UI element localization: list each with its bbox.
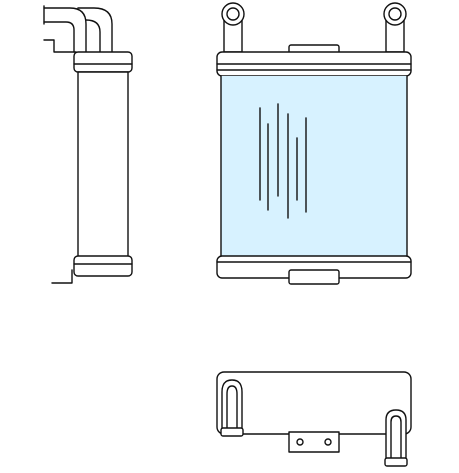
front-pipe-right-cap <box>384 3 406 25</box>
front-pipe-left-cap <box>222 3 244 25</box>
side-tank-bottom <box>74 256 132 276</box>
side-pipe2-outer <box>78 8 112 52</box>
bottom-bracket-hole-left <box>297 439 303 445</box>
front-pipe-right-bore <box>389 8 401 20</box>
side-core <box>78 72 128 258</box>
bottom-pipe-left-collar <box>221 428 243 436</box>
bottom-pipe-right-collar <box>385 458 407 466</box>
front-bottom-tab <box>289 270 339 284</box>
front-pipe-left-bore <box>227 8 239 20</box>
front-view <box>217 3 411 284</box>
side-pipe-outer <box>44 8 86 52</box>
side-bracket-bottom <box>52 270 72 283</box>
side-pipe-inner <box>44 22 74 52</box>
side-view <box>44 6 132 283</box>
front-core-fill <box>221 76 407 256</box>
bottom-pipe-left-inner <box>227 386 237 428</box>
bottom-pipe-left <box>222 380 242 432</box>
bottom-view <box>217 372 411 466</box>
side-pipe2-inner <box>86 20 100 52</box>
side-bracket-top <box>44 40 76 52</box>
side-tank-top <box>74 52 132 72</box>
bottom-bracket <box>289 432 339 452</box>
bottom-pipe-right <box>386 410 406 462</box>
bottom-body <box>217 372 411 434</box>
bottom-pipe-right-inner <box>391 416 401 458</box>
bottom-bracket-hole-right <box>325 439 331 445</box>
